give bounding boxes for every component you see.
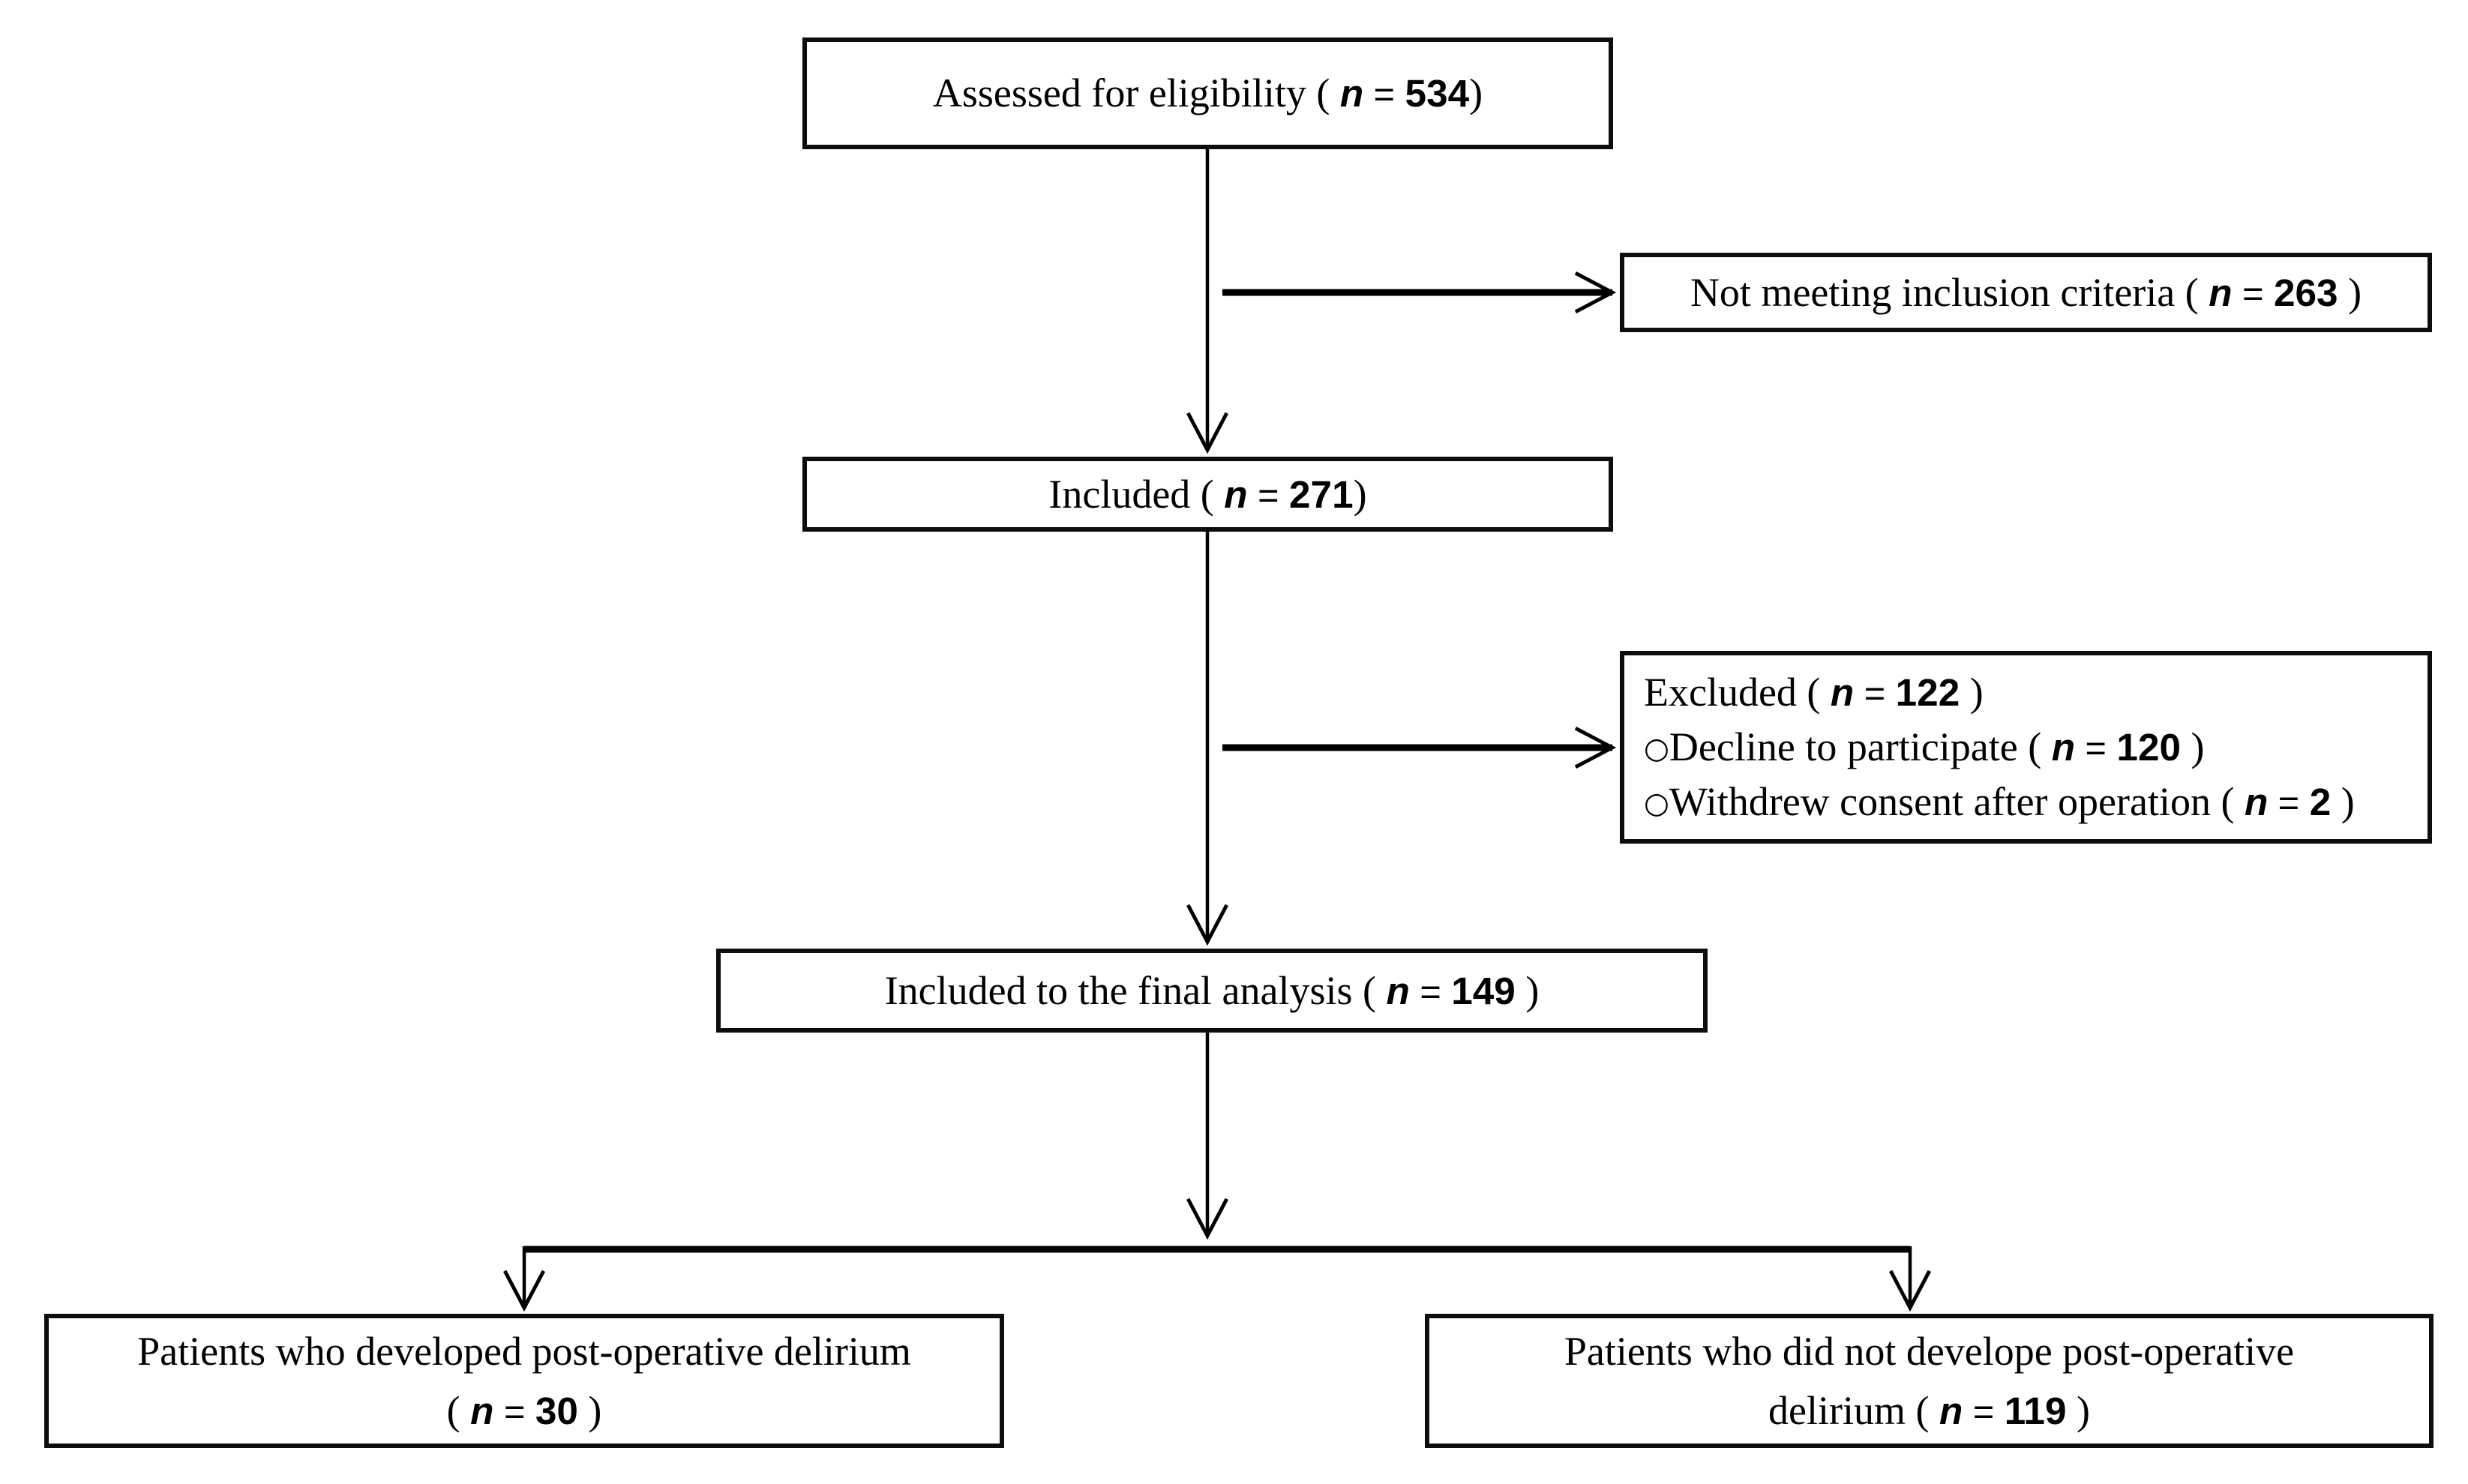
assessed-eligibility-label: Assessed for eligibility ( n = 534) bbox=[932, 70, 1483, 116]
no-delirium-group-label-line1: Patients who did not develope post-opera… bbox=[1564, 1329, 2295, 1375]
excluded-withdrew-item: ○Withdrew consent after operation ( n = … bbox=[1644, 778, 2355, 824]
final-analysis-box: Included to the final analysis ( n = 149… bbox=[716, 949, 1708, 1033]
delirium-group-box: Patients who developed post-operative de… bbox=[44, 1314, 1004, 1448]
included-label: Included ( n = 271) bbox=[1048, 471, 1367, 517]
excluded-title: Excluded ( n = 122 ) bbox=[1644, 670, 1984, 715]
delirium-group-label-line1: Patients who developed post-operative de… bbox=[137, 1329, 911, 1375]
not-meeting-criteria-box: Not meeting inclusion criteria ( n = 263… bbox=[1620, 253, 2432, 332]
included-box: Included ( n = 271) bbox=[802, 457, 1613, 532]
no-delirium-group-label-line2: delirium ( n = 119 ) bbox=[1768, 1387, 2090, 1433]
assessed-eligibility-box: Assessed for eligibility ( n = 534) bbox=[802, 37, 1613, 149]
excluded-declined-item: ○Decline to participate ( n = 120 ) bbox=[1644, 724, 2205, 770]
delirium-group-label-line2: ( n = 30 ) bbox=[446, 1387, 602, 1433]
no-delirium-group-box: Patients who did not develope post-opera… bbox=[1425, 1314, 2434, 1448]
not-meeting-criteria-label: Not meeting inclusion criteria ( n = 263… bbox=[1690, 269, 2362, 315]
final-analysis-label: Included to the final analysis ( n = 149… bbox=[884, 967, 1540, 1013]
excluded-box: Excluded ( n = 122 ) ○Decline to partici… bbox=[1620, 651, 2432, 844]
circle-bullet-icon: ○ bbox=[1644, 732, 1669, 766]
circle-bullet-icon: ○ bbox=[1644, 786, 1669, 820]
